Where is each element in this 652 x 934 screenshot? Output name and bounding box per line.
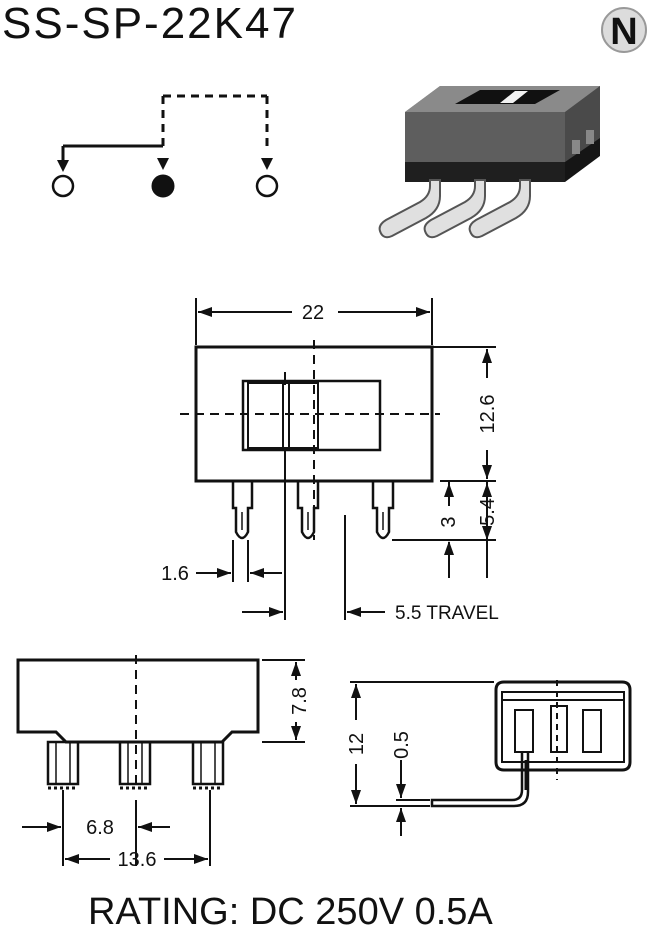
logo-letter: N <box>610 11 637 53</box>
dim-side-height-label: 7.8 <box>289 687 311 715</box>
rating-text: RATING: DC 250V 0.5A <box>88 891 493 933</box>
top-view-drawing <box>180 298 496 620</box>
dim-span-label: 13.6 <box>118 849 157 871</box>
dim-end-thickness-label: 0.5 <box>391 731 413 759</box>
product-illustration <box>378 86 600 239</box>
dim-pin-length-label: 3 <box>438 516 460 527</box>
side-view-drawing <box>16 655 305 866</box>
dim-pin-width-label: 1.6 <box>161 563 189 585</box>
switch-schematic <box>51 94 279 198</box>
dim-pitch-label: 6.8 <box>86 817 114 839</box>
terminal-right-icon <box>255 174 279 198</box>
dim-end-height-label: 12 <box>346 733 368 755</box>
dim-height-label: 12.6 <box>477 395 499 434</box>
dim-travel-label: 5.5 TRAVEL <box>395 603 499 624</box>
terminal-left-icon <box>51 174 75 198</box>
part-number-title: SS-SP-22K47 <box>2 0 298 48</box>
dim-pin-total-label: 5.4 <box>477 498 499 526</box>
terminal-common-icon <box>151 174 175 198</box>
brand-logo: N <box>601 7 647 53</box>
dim-width-label: 22 <box>302 302 324 324</box>
end-view-drawing <box>350 680 632 836</box>
